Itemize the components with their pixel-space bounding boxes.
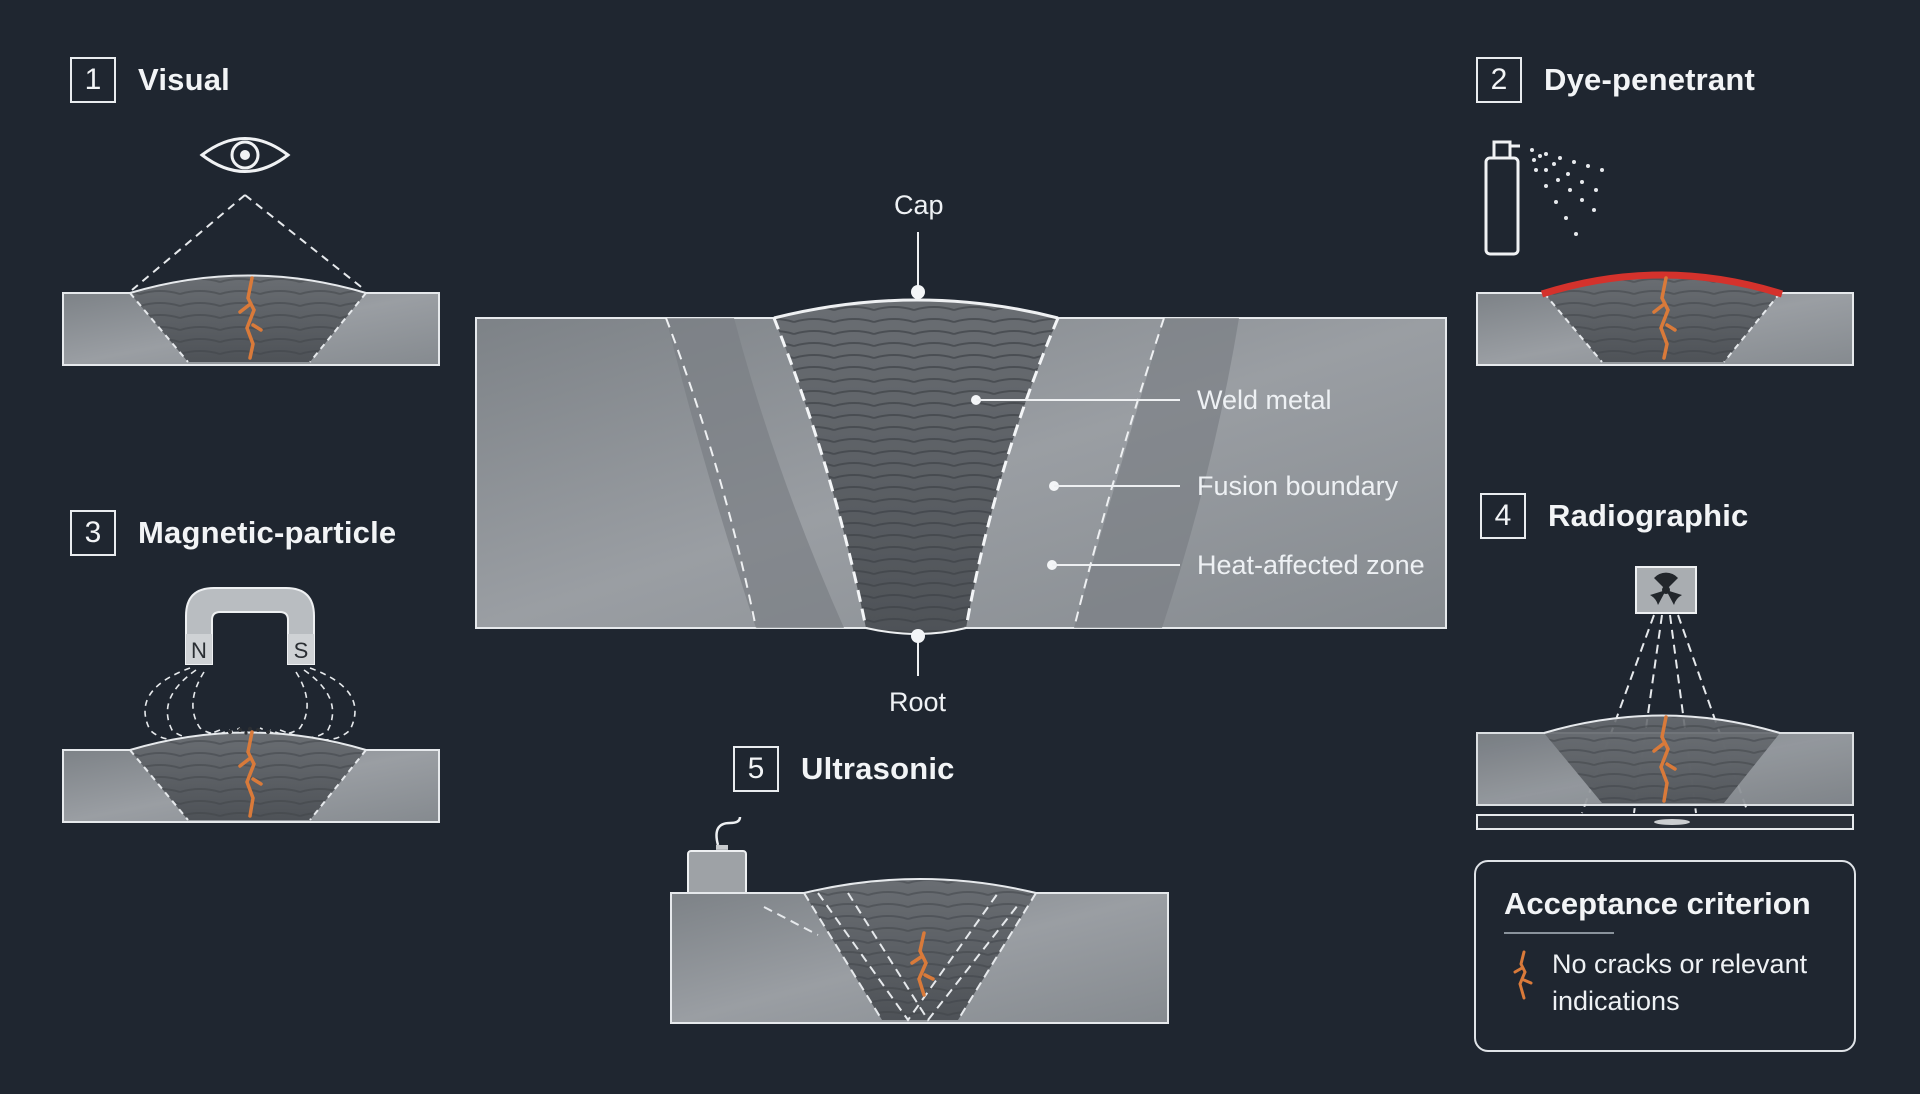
panel-magnetic-header: 3 Magnetic-particle — [70, 510, 396, 556]
label-cap: Cap — [894, 190, 944, 220]
panel-title: Magnetic-particle — [138, 515, 397, 550]
label-heat-affected-zone: Heat-affected zone — [1197, 550, 1425, 580]
crack-icon — [910, 931, 935, 997]
acceptance-line-2: indications — [1552, 986, 1680, 1016]
panel-visual-header: 1 Visual — [70, 57, 230, 103]
crack-icon — [238, 730, 263, 818]
ultrasonic-illustration — [670, 816, 1169, 1024]
pole-n: N — [191, 638, 207, 663]
label-weld-metal: Weld metal — [1197, 385, 1332, 415]
eye-icon — [199, 137, 291, 173]
panel-number: 5 — [733, 746, 779, 792]
crack-icon — [1652, 715, 1677, 803]
radiation-source-icon — [1635, 566, 1697, 614]
visual-illustration — [62, 137, 440, 366]
panel-ultrasonic-header: 5 Ultrasonic — [733, 746, 955, 792]
panel-number: 2 — [1476, 57, 1522, 103]
magnetic-illustration: N S — [62, 587, 440, 823]
weld-cross-section — [475, 232, 1447, 676]
panel-title: Radiographic — [1548, 498, 1749, 533]
dye-illustration — [1476, 140, 1854, 366]
panel-dye-header: 2 Dye-penetrant — [1476, 57, 1755, 103]
panel-number: 4 — [1480, 493, 1526, 539]
panel-radiographic-header: 4 Radiographic — [1480, 493, 1748, 539]
acceptance-title: Acceptance criterion — [1504, 886, 1811, 921]
spray-can-icon — [1484, 140, 1520, 256]
acceptance-criterion-box: Acceptance criterion No cracks or releva… — [1474, 860, 1856, 1052]
panel-title: Dye-penetrant — [1544, 62, 1756, 97]
crack-icon — [1513, 950, 1533, 1000]
divider — [1504, 932, 1614, 934]
panel-title: Ultrasonic — [801, 751, 955, 786]
panel-number: 1 — [70, 57, 116, 103]
panel-title: Visual — [138, 62, 230, 97]
acceptance-line-1: No cracks or relevant — [1552, 949, 1808, 979]
label-root: Root — [889, 687, 947, 717]
label-fusion-boundary: Fusion boundary — [1197, 471, 1399, 501]
pole-s: S — [294, 638, 309, 663]
horseshoe-magnet-icon — [185, 587, 315, 665]
crack-icon — [1652, 276, 1677, 360]
panel-number: 3 — [70, 510, 116, 556]
crack-icon — [238, 276, 263, 360]
acceptance-text: No cracks or relevant indications — [1552, 946, 1807, 1020]
radiographic-illustration — [1476, 566, 1854, 830]
